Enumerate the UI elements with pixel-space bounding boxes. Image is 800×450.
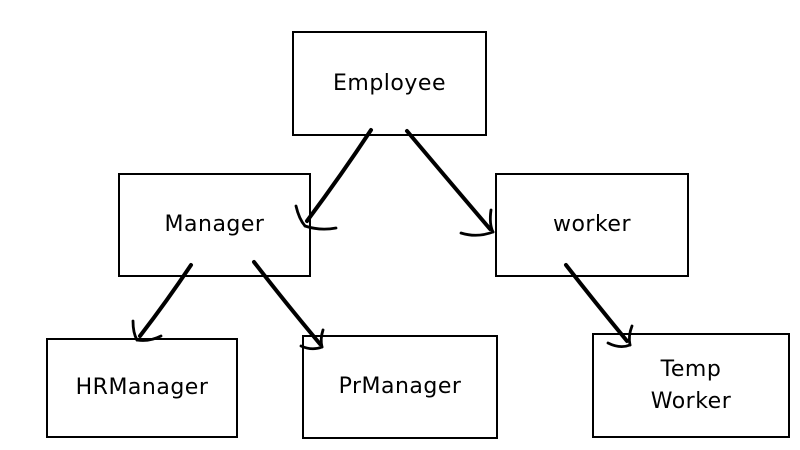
node-hrmanager-label: HRManager (75, 375, 209, 401)
arrow-employee-to-worker (405, 129, 495, 237)
node-tempworker-label-line1: Temp (660, 356, 722, 382)
node-worker-label: worker (552, 212, 632, 238)
node-prmanager-label: PrManager (338, 374, 462, 400)
node-tempworker-label-line2: Worker (650, 388, 732, 414)
node-prmanager: PrManager (302, 335, 498, 439)
node-employee-label: Employee (333, 70, 446, 96)
node-employee: Employee (292, 31, 487, 136)
node-hrmanager: HRManager (46, 338, 238, 438)
node-tempworker: Temp Worker (592, 333, 790, 438)
node-manager: Manager (118, 173, 311, 277)
node-manager-label: Manager (164, 212, 265, 238)
node-worker: worker (495, 173, 689, 277)
